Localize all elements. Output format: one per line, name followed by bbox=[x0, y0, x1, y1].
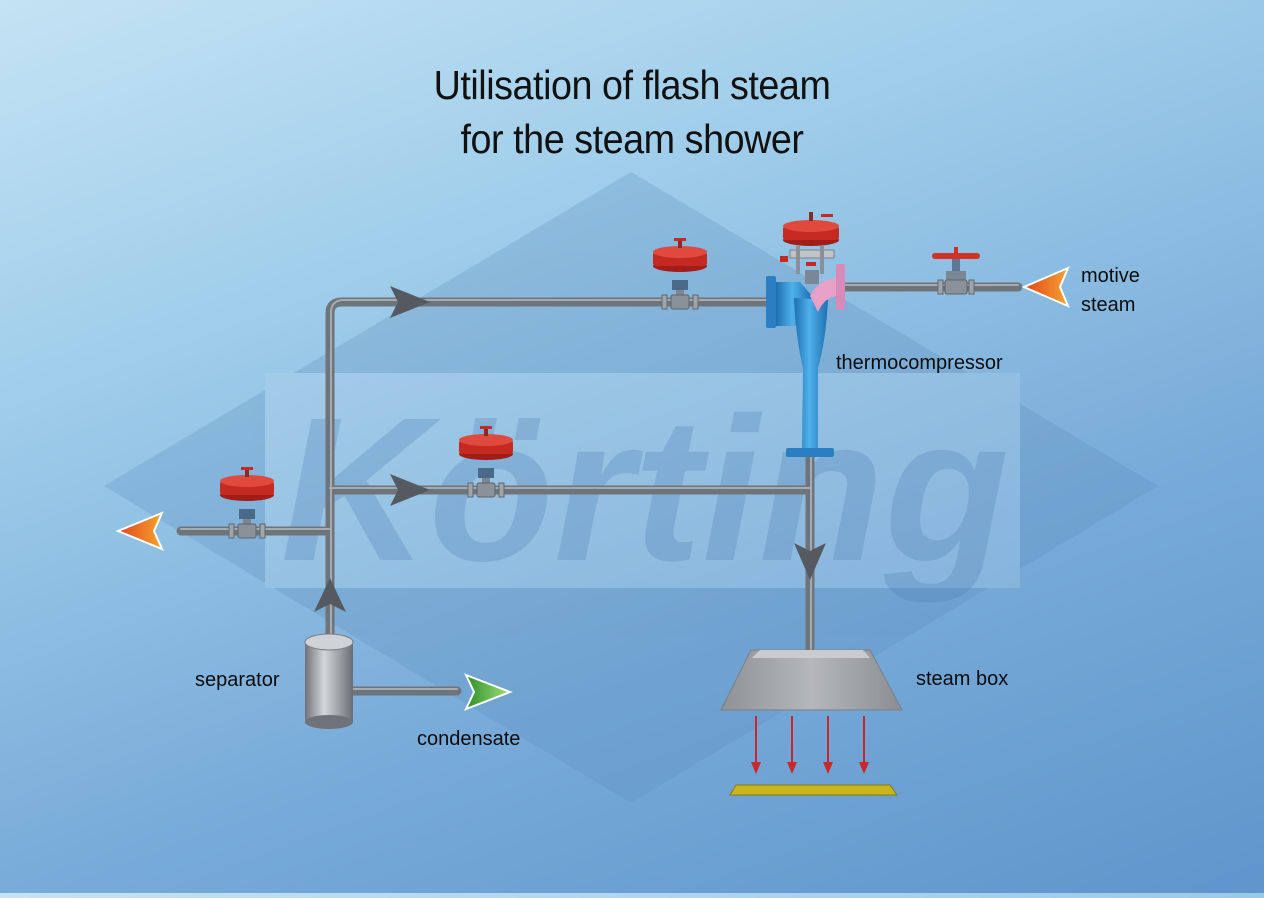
flow-arrow-down bbox=[794, 543, 826, 580]
motive-steam-label-line-2: steam bbox=[1081, 294, 1136, 316]
condensate-outlet-arrow bbox=[464, 673, 513, 711]
diagram-title: Utilisation of flash steam for the steam… bbox=[51, 58, 1214, 166]
flow-arrow-separator-up bbox=[314, 578, 346, 612]
motive-steam-inlet-arrow bbox=[1021, 266, 1070, 308]
thermocompressor-label: thermocompressor bbox=[836, 352, 1003, 374]
motive-steam-label: motive steam bbox=[1081, 262, 1140, 320]
flow-arrow-middle bbox=[390, 474, 430, 506]
thermocompressor bbox=[766, 212, 845, 457]
steam-shower-arrows bbox=[751, 716, 869, 774]
motive-steam-label-line-1: motive bbox=[1081, 265, 1140, 287]
steam-box-label: steam box bbox=[916, 668, 1009, 690]
steam-box bbox=[720, 649, 903, 711]
watermark-band bbox=[265, 373, 1020, 588]
separator-vessel bbox=[304, 633, 354, 729]
condensate-label: condensate bbox=[417, 728, 521, 750]
title-line-2: for the steam shower bbox=[460, 116, 804, 162]
separator-label: separator bbox=[195, 669, 280, 691]
excess-steam-outlet-arrow bbox=[115, 511, 164, 551]
flow-arrows bbox=[314, 286, 826, 612]
flow-arrow-upper bbox=[390, 286, 430, 318]
paper-web bbox=[729, 784, 898, 796]
title-line-1: Utilisation of flash steam bbox=[433, 62, 831, 108]
motive-steam-hand-valve bbox=[931, 246, 981, 295]
